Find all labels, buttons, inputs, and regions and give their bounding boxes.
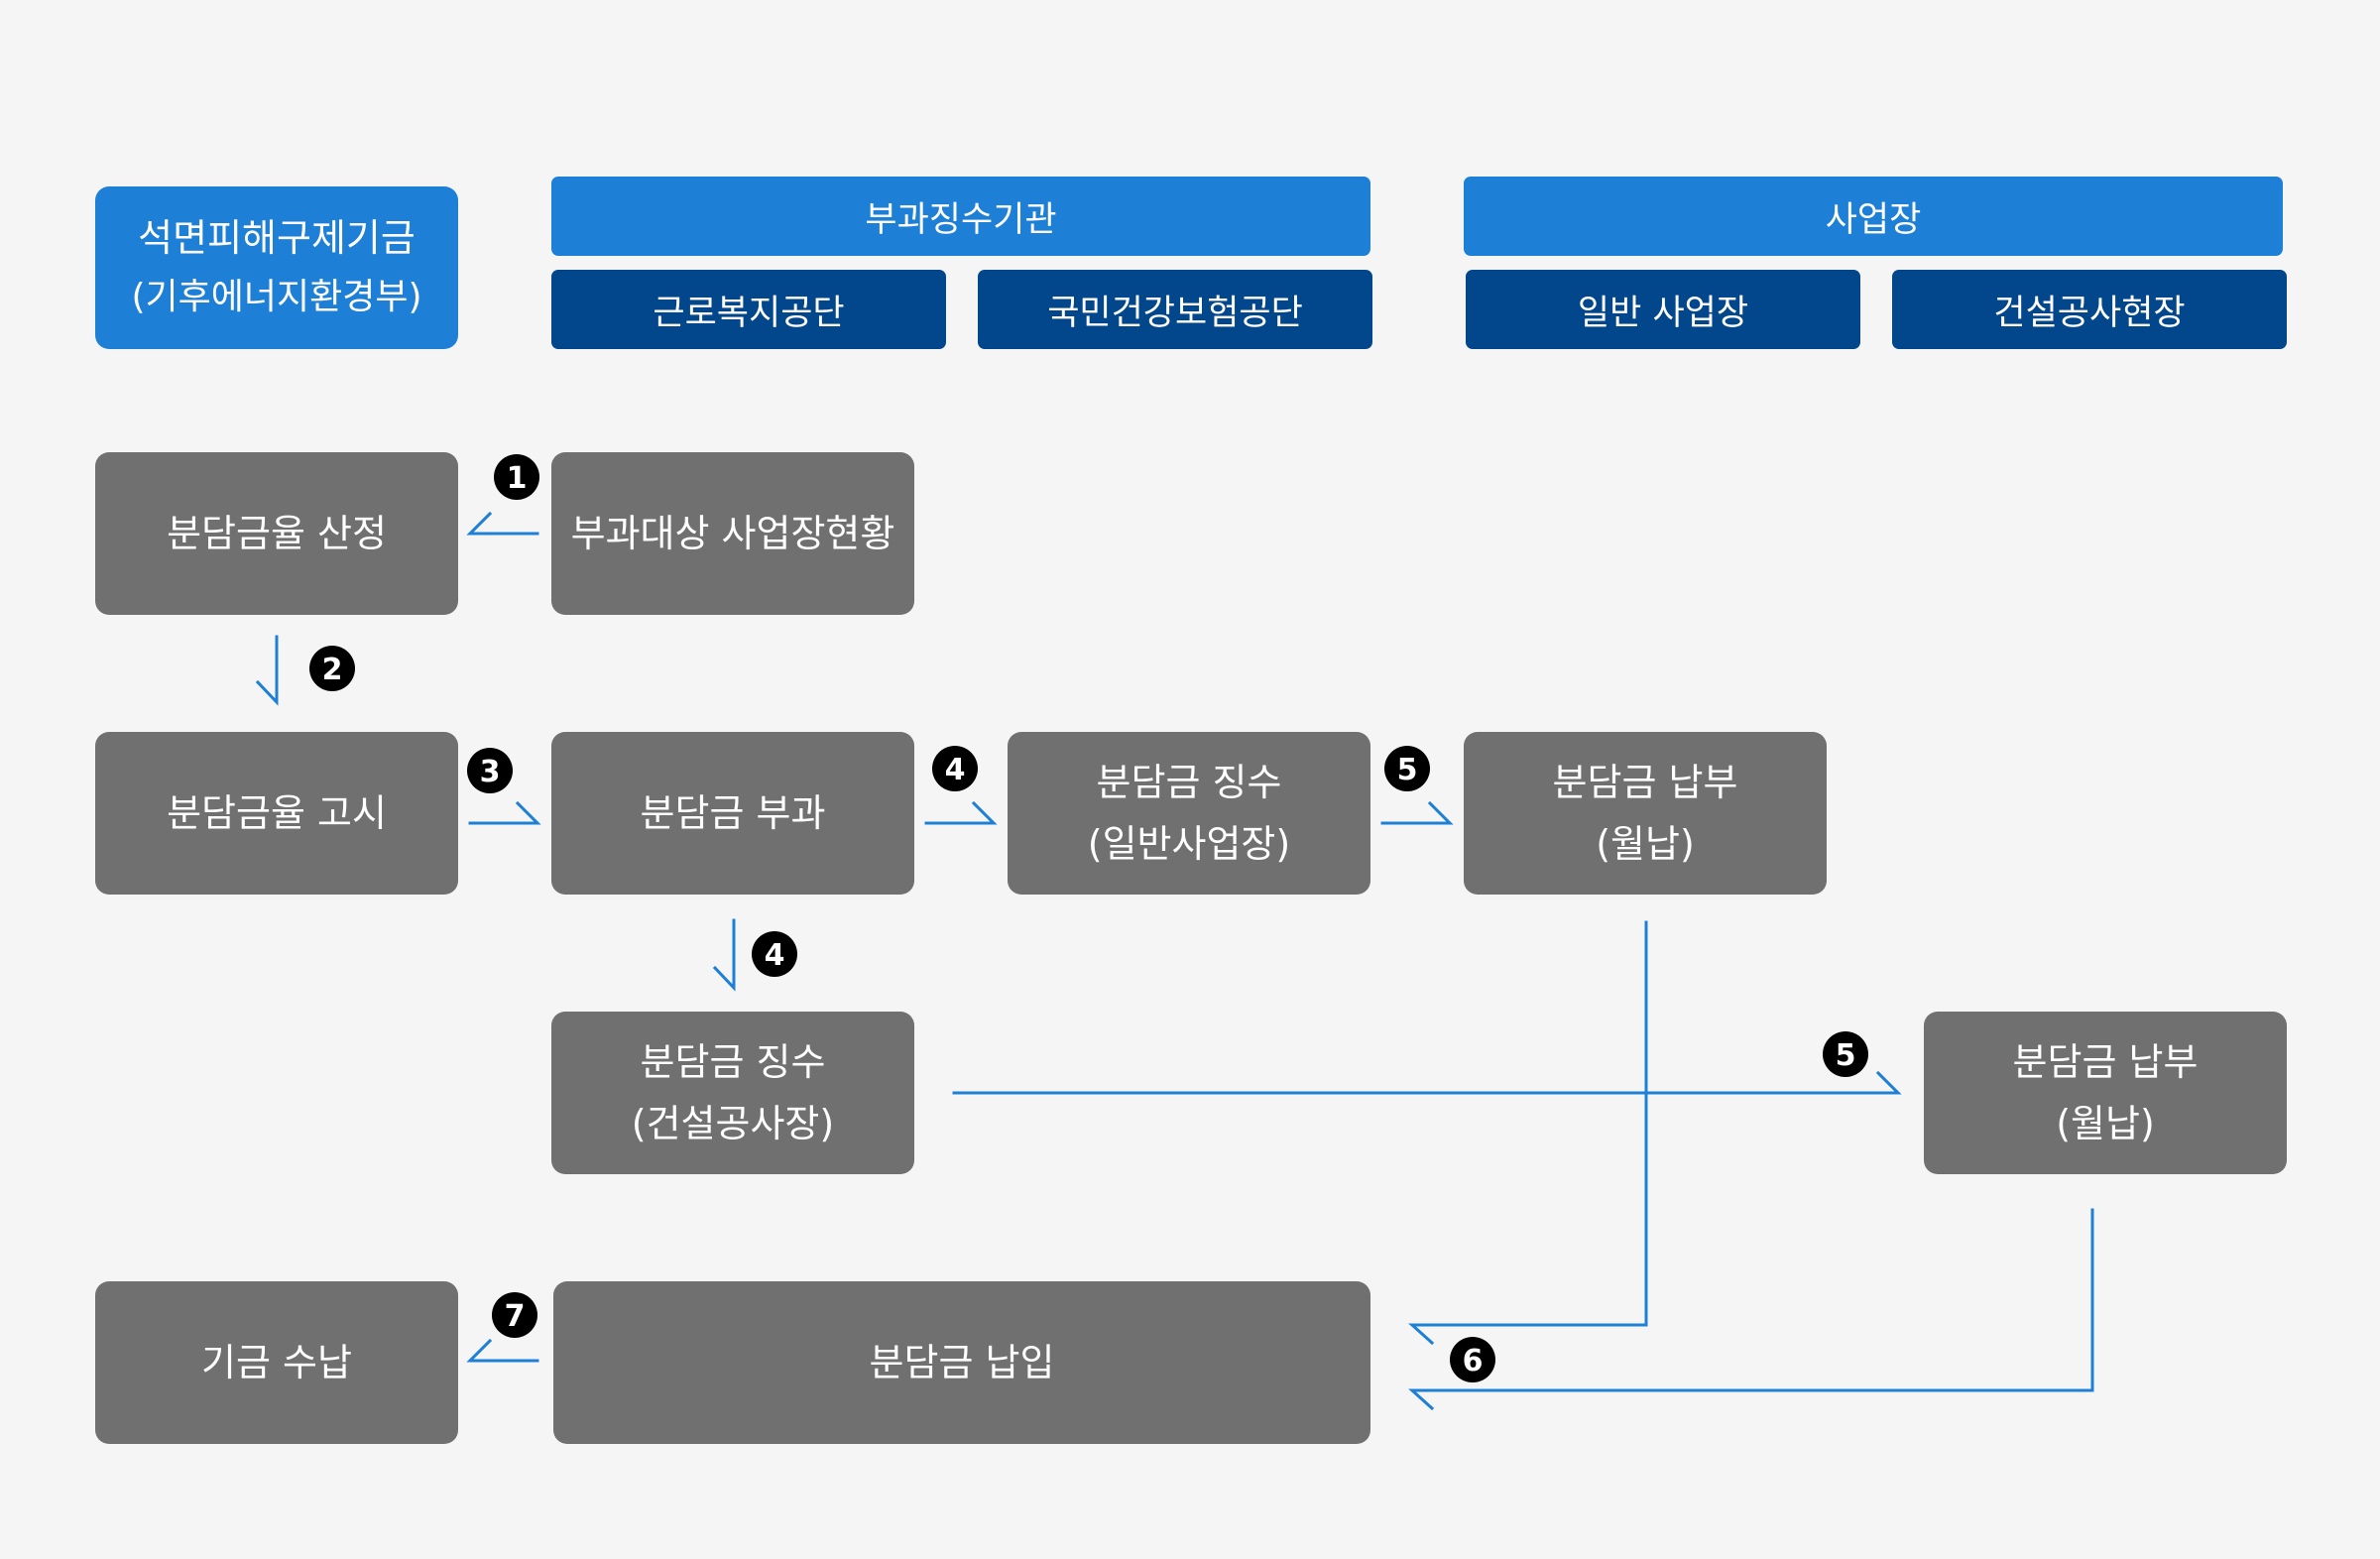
- node-collect-construction-line2: (건설공사장): [631, 1102, 835, 1145]
- fund-header-subtitle: (기후에너지환경부): [131, 277, 422, 317]
- arrow-step-1: [466, 511, 539, 536]
- node-fund-receipt: 기금 수납: [95, 1281, 458, 1444]
- node-pay-construction-line1: 분담금 납부: [2012, 1040, 2199, 1084]
- node-levy-label: 분담금 부과: [640, 791, 826, 835]
- node-collect-construction: 분담금 징수 (건설공사장): [551, 1012, 914, 1174]
- fund-header-title: 석면피해구제기금: [138, 216, 416, 260]
- badge-step-6-text: 6: [1463, 1344, 1484, 1379]
- node-pay-construction: 분담금 납부 (월납): [1924, 1012, 2287, 1174]
- node-workplace-status: 부과대상 사업장현황: [551, 452, 914, 615]
- arrow-step-5a: [1380, 800, 1454, 825]
- node-rate-notice-label: 분담금율 고시: [167, 791, 387, 835]
- workplace-right-header: 건설공사현장: [1892, 270, 2287, 349]
- badge-step-5a-text: 5: [1397, 753, 1418, 787]
- arrow-step-7: [466, 1338, 539, 1363]
- node-pay-construction-line2: (월납): [2056, 1102, 2155, 1145]
- badge-step-3-text: 3: [480, 755, 501, 789]
- arrow-step-4a: [924, 800, 998, 825]
- node-levy: 분담금 부과: [551, 732, 914, 895]
- arrow-step-3: [468, 800, 541, 825]
- workplace-left-header: 일반 사업장: [1466, 270, 1860, 349]
- badge-step-5b: 5: [1823, 1031, 1868, 1077]
- node-collect-general-line1: 분담금 징수: [1096, 761, 1282, 804]
- badge-step-7-text: 7: [505, 1299, 526, 1334]
- node-rate-notice: 분담금율 고시: [95, 732, 458, 895]
- badge-step-1: 1: [494, 454, 539, 500]
- node-collect-general-line2: (일반사업장): [1087, 822, 1291, 866]
- agency-header: 부과징수기관: [551, 177, 1370, 256]
- node-payment-in: 분담금 납입: [553, 1281, 1370, 1444]
- badge-step-4b-text: 4: [765, 938, 785, 973]
- workplace-left-label: 일반 사업장: [1577, 293, 1749, 333]
- workplace-header-title: 사업장: [1825, 199, 1922, 240]
- agency-header-title: 부과징수기관: [865, 199, 1057, 240]
- arrow-step-4b: [712, 918, 736, 992]
- node-rate-calculation-label: 분담금율 산정: [167, 512, 387, 555]
- badge-step-5b-text: 5: [1836, 1038, 1856, 1073]
- node-collect-general: 분담금 징수 (일반사업장): [1008, 732, 1370, 895]
- node-pay-general-line2: (월납): [1596, 822, 1695, 866]
- arrow-step-2: [255, 635, 279, 706]
- node-workplace-status-label: 부과대상 사업장현황: [570, 512, 895, 555]
- workplace-right-label: 건설공사현장: [1993, 293, 2186, 333]
- badge-step-4b: 4: [752, 931, 797, 977]
- agency-right-label: 국민건강보험공단: [1047, 293, 1303, 333]
- node-fund-receipt-label: 기금 수납: [201, 1341, 352, 1384]
- badge-step-2: 2: [309, 646, 355, 691]
- agency-right-header: 국민건강보험공단: [978, 270, 1372, 349]
- node-collect-construction-line1: 분담금 징수: [640, 1040, 826, 1084]
- badge-step-6: 6: [1450, 1337, 1495, 1382]
- fund-header: 석면피해구제기금 (기후에너지환경부): [95, 186, 458, 349]
- workplace-header: 사업장: [1464, 177, 2283, 256]
- badge-step-3: 3: [467, 748, 513, 793]
- arrow-step-6a: [1408, 920, 1648, 1346]
- arrow-step-6b: [1408, 1208, 2094, 1411]
- agency-left-label: 근로복지공단: [653, 293, 845, 333]
- agency-left-header: 근로복지공단: [551, 270, 946, 349]
- badge-step-4a-text: 4: [945, 753, 966, 787]
- badge-step-2-text: 2: [322, 653, 343, 687]
- arrow-step-5b: [952, 1070, 1902, 1095]
- badge-step-4a: 4: [932, 746, 978, 791]
- node-pay-general-line1: 분담금 납부: [1552, 761, 1738, 804]
- node-pay-general: 분담금 납부 (월납): [1464, 732, 1827, 895]
- node-payment-in-label: 분담금 납입: [869, 1341, 1055, 1384]
- node-rate-calculation: 분담금율 산정: [95, 452, 458, 615]
- badge-step-7: 7: [492, 1292, 537, 1338]
- badge-step-5a: 5: [1384, 746, 1430, 791]
- badge-step-1-text: 1: [507, 461, 528, 496]
